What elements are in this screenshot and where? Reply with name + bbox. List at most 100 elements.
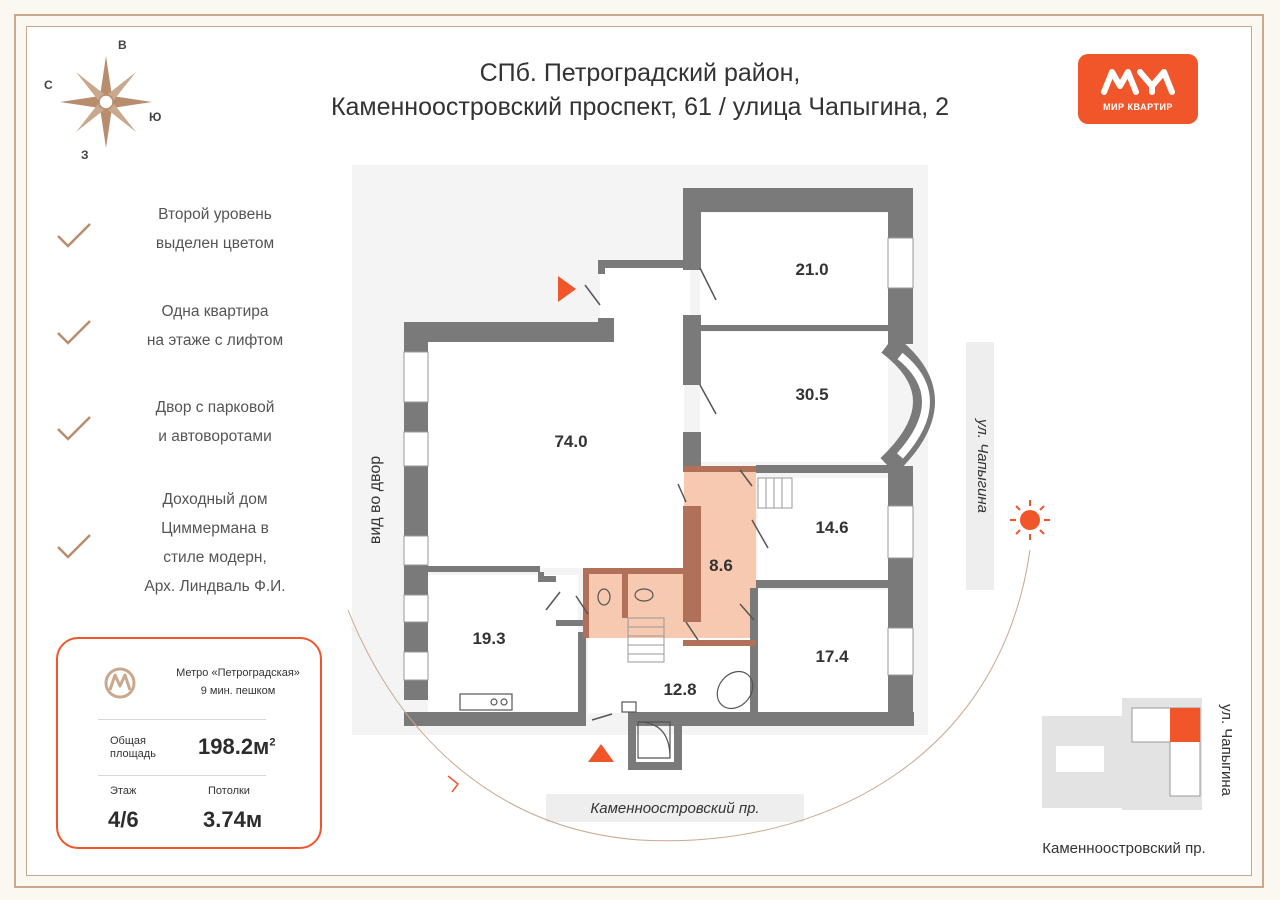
feature-line: Циммермана в (161, 520, 269, 537)
feature-line: Арх. Линдваль Ф.И. (144, 578, 286, 595)
door (739, 469, 753, 487)
wall (700, 325, 888, 331)
wall (556, 620, 584, 626)
wall (888, 466, 913, 506)
feature-line: Доходный дом (162, 491, 268, 508)
wall (888, 558, 913, 628)
window (887, 627, 914, 676)
wall (683, 432, 701, 466)
area-label: Общая площадь (110, 735, 156, 760)
yard-view-label: вид во двор (367, 456, 384, 544)
wall (404, 322, 614, 342)
wall (578, 632, 586, 726)
upper-wall (622, 574, 628, 618)
upper-wall (583, 568, 589, 638)
wall (428, 566, 540, 572)
room-area-label: 74.0 (554, 432, 587, 451)
window (403, 535, 429, 566)
feature-line: выделен цветом (155, 235, 275, 252)
window (887, 505, 914, 559)
floor-value: 4/6 (108, 807, 139, 832)
street-bottom (546, 794, 804, 822)
room-floor (700, 213, 888, 328)
stairs-icon (627, 617, 665, 663)
bathtub-icon (716, 670, 754, 710)
ceiling-label: Потолки (208, 785, 250, 797)
wall (404, 565, 428, 595)
ceiling-value: 3.74м (203, 807, 263, 832)
area-unit-sup: 2 (269, 736, 276, 749)
sun-path (347, 549, 1031, 842)
door (545, 591, 561, 611)
wall (404, 622, 428, 652)
wall (598, 260, 605, 274)
door (685, 621, 699, 641)
title-line-1: СПб. Петроградский район, (479, 59, 801, 87)
street-bottom-label: Каменноостровский пр. (590, 800, 759, 817)
window (887, 237, 914, 289)
window (403, 594, 429, 623)
shower-icon (637, 721, 671, 759)
wall (683, 315, 701, 385)
upper-wall (683, 466, 756, 472)
window (403, 651, 429, 681)
logo-mark-icon (1101, 69, 1175, 95)
compass-south-label: З (81, 148, 89, 162)
entrance-arrow-icon (588, 744, 614, 762)
room-area-label: 8.6 (709, 556, 733, 575)
room-floor (588, 638, 750, 713)
floor-label: Этаж (110, 785, 137, 797)
feature-line: Второй уровень (158, 206, 272, 223)
second-level-area (583, 570, 683, 638)
bay-window-glass (897, 352, 930, 459)
wall (404, 402, 428, 432)
wall (756, 465, 888, 473)
compass-rose: В С Ю З (44, 38, 180, 168)
wall (888, 288, 913, 344)
divider (98, 775, 266, 776)
feature-line: Одна квартира (161, 303, 269, 320)
metro-time: 9 мин. пешком (200, 685, 276, 697)
page-title: СПб. Петроградский район, Каменноостровс… (290, 56, 990, 124)
wall (404, 680, 428, 700)
street-right (966, 342, 994, 590)
sun-path-arrow-icon (447, 775, 460, 793)
metro-name: Метро «Петроградская» (176, 667, 300, 679)
wall (683, 188, 913, 212)
upper-wall (583, 568, 683, 574)
wall (628, 762, 682, 770)
room-floor (428, 575, 578, 713)
wall (750, 588, 758, 718)
wall (756, 580, 888, 588)
room-floor (758, 478, 888, 582)
check-icon (57, 416, 91, 441)
wall (540, 576, 556, 582)
check-icon (57, 320, 91, 345)
wall (674, 712, 682, 770)
wall (683, 188, 701, 270)
wall (598, 260, 686, 268)
room-area-label: 17.4 (815, 647, 849, 666)
feature-line: стиле модерн, (163, 549, 267, 566)
wall (404, 322, 428, 352)
title-line-2: Каменноостровский проспект, 61 / улица Ч… (330, 93, 950, 121)
door (739, 603, 755, 621)
door (699, 267, 717, 301)
outer-frame (14, 14, 1264, 888)
minimap-street-bottom-label: Каменноостровский пр. (1042, 840, 1205, 857)
stairs-icon (757, 477, 793, 509)
divider (98, 719, 266, 720)
company-logo[interactable]: МИР КВАРТИР (1078, 54, 1198, 124)
upper-wall (683, 506, 701, 622)
kitchen-stove-icon (459, 693, 513, 711)
area-value: 198.2м2 (198, 734, 275, 760)
feature-line: на этаже с лифтом (146, 332, 284, 349)
toilet-icon (634, 588, 654, 602)
room-floor (700, 332, 888, 462)
door (584, 284, 601, 306)
room-area-label: 19.3 (472, 629, 505, 648)
feature-line: Двор с парковой (155, 399, 275, 416)
door (751, 519, 769, 549)
window (403, 351, 429, 403)
